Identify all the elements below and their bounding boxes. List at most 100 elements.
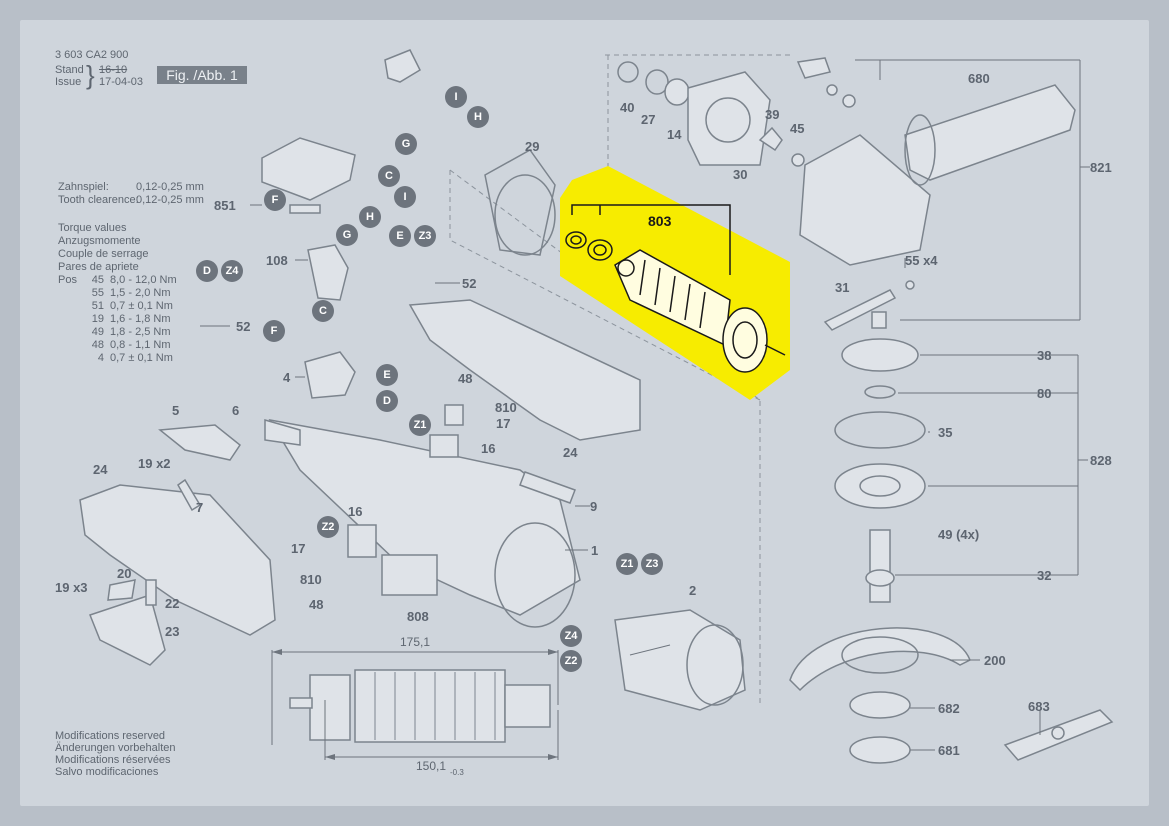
part-24[interactable]: 24 [563,445,578,460]
part-20[interactable]: 20 [117,566,132,581]
part-4[interactable]: 4 [283,370,291,385]
part-808[interactable]: 808 [407,609,429,624]
callout-c[interactable]: C [378,165,400,187]
torque-row-value: 0,7 ± 0,1 Nm [110,300,173,312]
part-108[interactable]: 108 [266,253,288,268]
part-19[interactable]: 19 x2 [138,456,171,471]
callout-z4[interactable]: Z4 [221,260,243,282]
torque-row-pos: 49 [91,326,104,338]
callout-z1[interactable]: Z1 [409,414,431,436]
part-681[interactable]: 681 [938,743,960,758]
part-6[interactable]: 6 [232,403,240,418]
torque-row-pos: 51 [91,300,104,312]
torque-row-pos: 45 [91,274,104,286]
footer-line-en: Modifications reserved [55,730,166,742]
part-35[interactable]: 35 [938,425,953,440]
torque-title-de: Anzugsmomente [58,235,141,247]
callout-h[interactable]: H [467,106,489,128]
part-17[interactable]: 17 [496,416,511,431]
part-682[interactable]: 682 [938,701,960,716]
part-2[interactable]: 2 [689,583,697,598]
callout-d[interactable]: D [376,390,398,412]
callout-z1[interactable]: Z1 [616,553,638,575]
old-date: 16-10 [99,64,128,76]
issue-label: Issue [55,76,82,88]
part-80[interactable]: 80 [1037,386,1052,401]
part-7[interactable]: 7 [196,500,204,515]
part-17[interactable]: 17 [291,541,306,556]
part-31[interactable]: 31 [835,280,850,295]
part-821[interactable]: 821 [1090,160,1112,175]
part-49[interactable]: 49 (4x) [938,527,980,542]
part-810[interactable]: 810 [300,572,322,587]
part-40[interactable]: 40 [620,100,635,115]
part-19[interactable]: 19 x3 [55,580,88,595]
callout-f[interactable]: F [264,189,286,211]
torque-row-value: 8,0 - 12,0 Nm [110,274,177,286]
part-22[interactable]: 22 [165,596,180,611]
torque-title-fr: Couple de serrage [58,248,149,260]
part-27[interactable]: 27 [641,112,656,127]
zahnspiel-label: Zahnspiel: [58,181,109,193]
part-30[interactable]: 30 [733,167,748,182]
torque-row-value: 0,8 - 1,1 Nm [110,339,171,351]
torque-row-pos: 48 [91,339,104,351]
torque-row-pos: 19 [91,313,104,325]
callout-e[interactable]: E [389,225,411,247]
callout-g[interactable]: G [395,133,417,155]
part-14[interactable]: 14 [667,127,682,142]
part-38[interactable]: 38 [1037,348,1052,363]
callout-h[interactable]: H [359,206,381,228]
armature-part-number[interactable]: 803 [648,213,672,229]
callout-z2[interactable]: Z2 [317,516,339,538]
part-851[interactable]: 851 [214,198,236,213]
brace: } [86,60,95,90]
part-39[interactable]: 39 [765,107,780,122]
callout-f[interactable]: F [263,320,285,342]
callout-e[interactable]: E [376,364,398,386]
dimension-top: 175,1 [400,635,431,649]
dimension-bottom-tolerance: -0.3 [450,768,464,777]
part-23[interactable]: 23 [165,624,180,639]
part-52[interactable]: 52 [462,276,477,291]
torque-row-value: 1,6 - 1,8 Nm [110,313,171,325]
new-date: 17-04-03 [99,76,144,88]
callout-c[interactable]: C [312,300,334,322]
part-5[interactable]: 5 [172,403,180,418]
part-24[interactable]: 24 [93,462,108,477]
part-16[interactable]: 16 [481,441,496,456]
part-9[interactable]: 9 [590,499,598,514]
callout-i[interactable]: I [445,86,467,108]
footer-line-fr: Modifications réservées [55,754,171,766]
callout-z4[interactable]: Z4 [560,625,582,647]
pos-label: Pos [58,274,77,286]
part-828[interactable]: 828 [1090,453,1112,468]
callout-z3[interactable]: Z3 [414,225,436,247]
part-45[interactable]: 45 [790,121,805,136]
callout-z2[interactable]: Z2 [560,650,582,672]
part-16[interactable]: 16 [348,504,363,519]
torque-row-value: 1,8 - 2,5 Nm [110,326,171,338]
callout-d[interactable]: D [196,260,218,282]
part-32[interactable]: 32 [1037,568,1052,583]
part-55[interactable]: 55 x4 [905,253,938,268]
torque-title-en: Torque values [58,222,127,234]
torque-title-es: Pares de apriete [58,261,139,273]
footer-line-es: Salvo modificaciones [55,766,159,778]
part-48[interactable]: 48 [309,597,324,612]
part-29[interactable]: 29 [525,139,540,154]
part-200[interactable]: 200 [984,653,1006,668]
figure-label: Fig. /Abb. 1 [157,66,247,84]
part-810[interactable]: 810 [495,400,517,415]
part-52[interactable]: 52 [236,319,251,334]
part-1[interactable]: 1 [591,543,599,558]
part-680[interactable]: 680 [968,71,990,86]
callout-z3[interactable]: Z3 [641,553,663,575]
part-48[interactable]: 48 [458,371,473,386]
torque-row-value: 1,5 - 2,0 Nm [110,287,171,299]
callout-g[interactable]: G [336,224,358,246]
callout-i[interactable]: I [394,186,416,208]
part-683[interactable]: 683 [1028,699,1050,714]
torque-row-value: 0,7 ± 0,1 Nm [110,352,173,364]
